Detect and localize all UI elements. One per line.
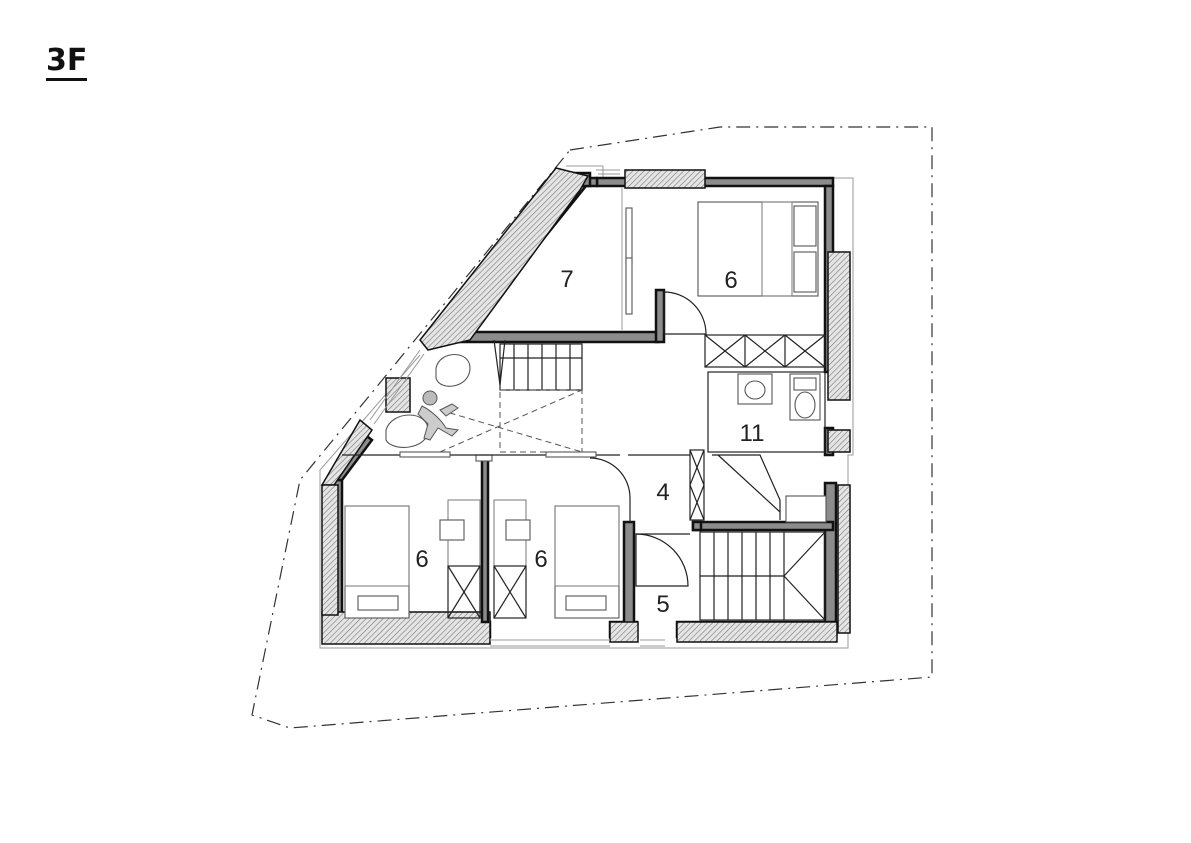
room-label-stair-landing: 5 (656, 591, 669, 618)
closet-sliding-doors (621, 188, 633, 330)
desks (439, 499, 531, 619)
door-swing-entrance (635, 533, 689, 587)
room-label-bedroom-middle: 6 (534, 546, 547, 573)
bedroom-partition (342, 451, 631, 624)
bed-top (697, 201, 819, 297)
wardrobe-top (704, 334, 826, 368)
floor-title: 3F (46, 44, 88, 81)
room-label-bedroom-left: 6 (415, 546, 428, 573)
room-label-closet: 7 (560, 266, 573, 293)
balcony-planters (385, 354, 471, 448)
wall-cladding (320, 167, 851, 645)
person-figure (417, 390, 460, 441)
room-label-bedroom-top: 6 (724, 267, 737, 294)
bathroom-fixtures (707, 371, 827, 523)
site-boundary (251, 126, 933, 729)
bed-left (344, 505, 410, 619)
bed-middle (554, 505, 620, 619)
stairs-upper (439, 339, 583, 453)
door-swing-top (663, 291, 707, 335)
room-label-bathroom: 11 (740, 420, 765, 447)
windows (369, 169, 665, 647)
hall-cabinet (689, 449, 781, 521)
outer-envelope (319, 165, 854, 649)
room-label-hall: 4 (656, 479, 669, 506)
stairs-lower (699, 531, 826, 621)
